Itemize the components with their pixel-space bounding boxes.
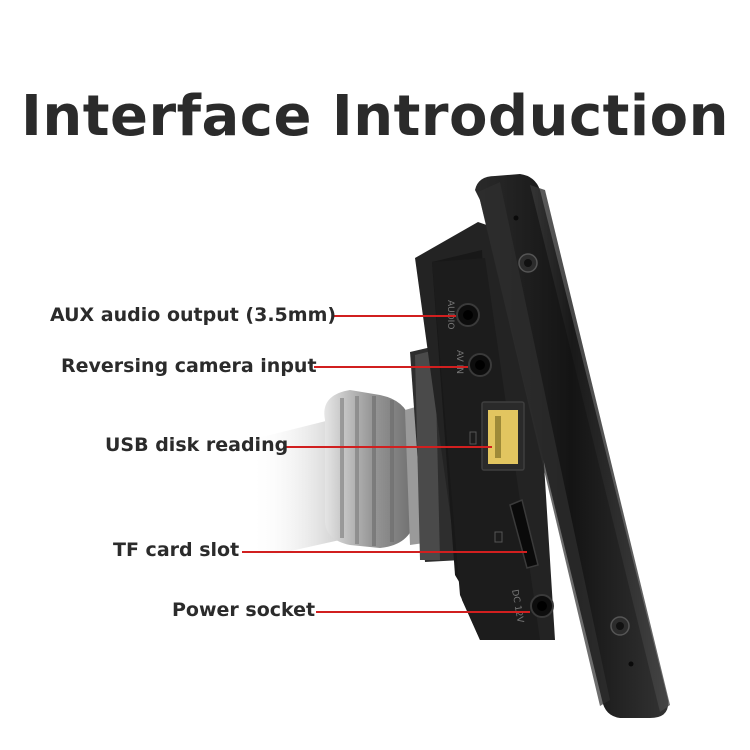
screw-icon-bottom — [610, 616, 630, 636]
label-power-socket: Power socket — [172, 599, 316, 621]
power-socket-icon — [530, 594, 554, 618]
av-in-port-icon — [468, 353, 492, 377]
aux-port-icon — [456, 303, 480, 327]
aux-port-text: AUDIO — [445, 300, 455, 329]
screw-icon-top — [518, 253, 538, 273]
label-tf-card-slot: TF card slot — [113, 539, 240, 561]
usb-port-icon — [469, 401, 525, 471]
label-usb-disk-reading: USB disk reading — [105, 434, 289, 456]
tf-card-slot-icon — [494, 498, 539, 569]
av-in-port-text: AV IN — [454, 350, 464, 374]
label-aux-audio-output: AUX audio output (3.5mm) — [50, 304, 337, 326]
display-body — [475, 174, 670, 718]
mount-arm — [250, 420, 340, 560]
label-reversing-camera-input: Reversing camera input — [61, 355, 317, 377]
page-title: Interface Introduction — [21, 84, 729, 149]
mount-plate — [410, 345, 462, 562]
